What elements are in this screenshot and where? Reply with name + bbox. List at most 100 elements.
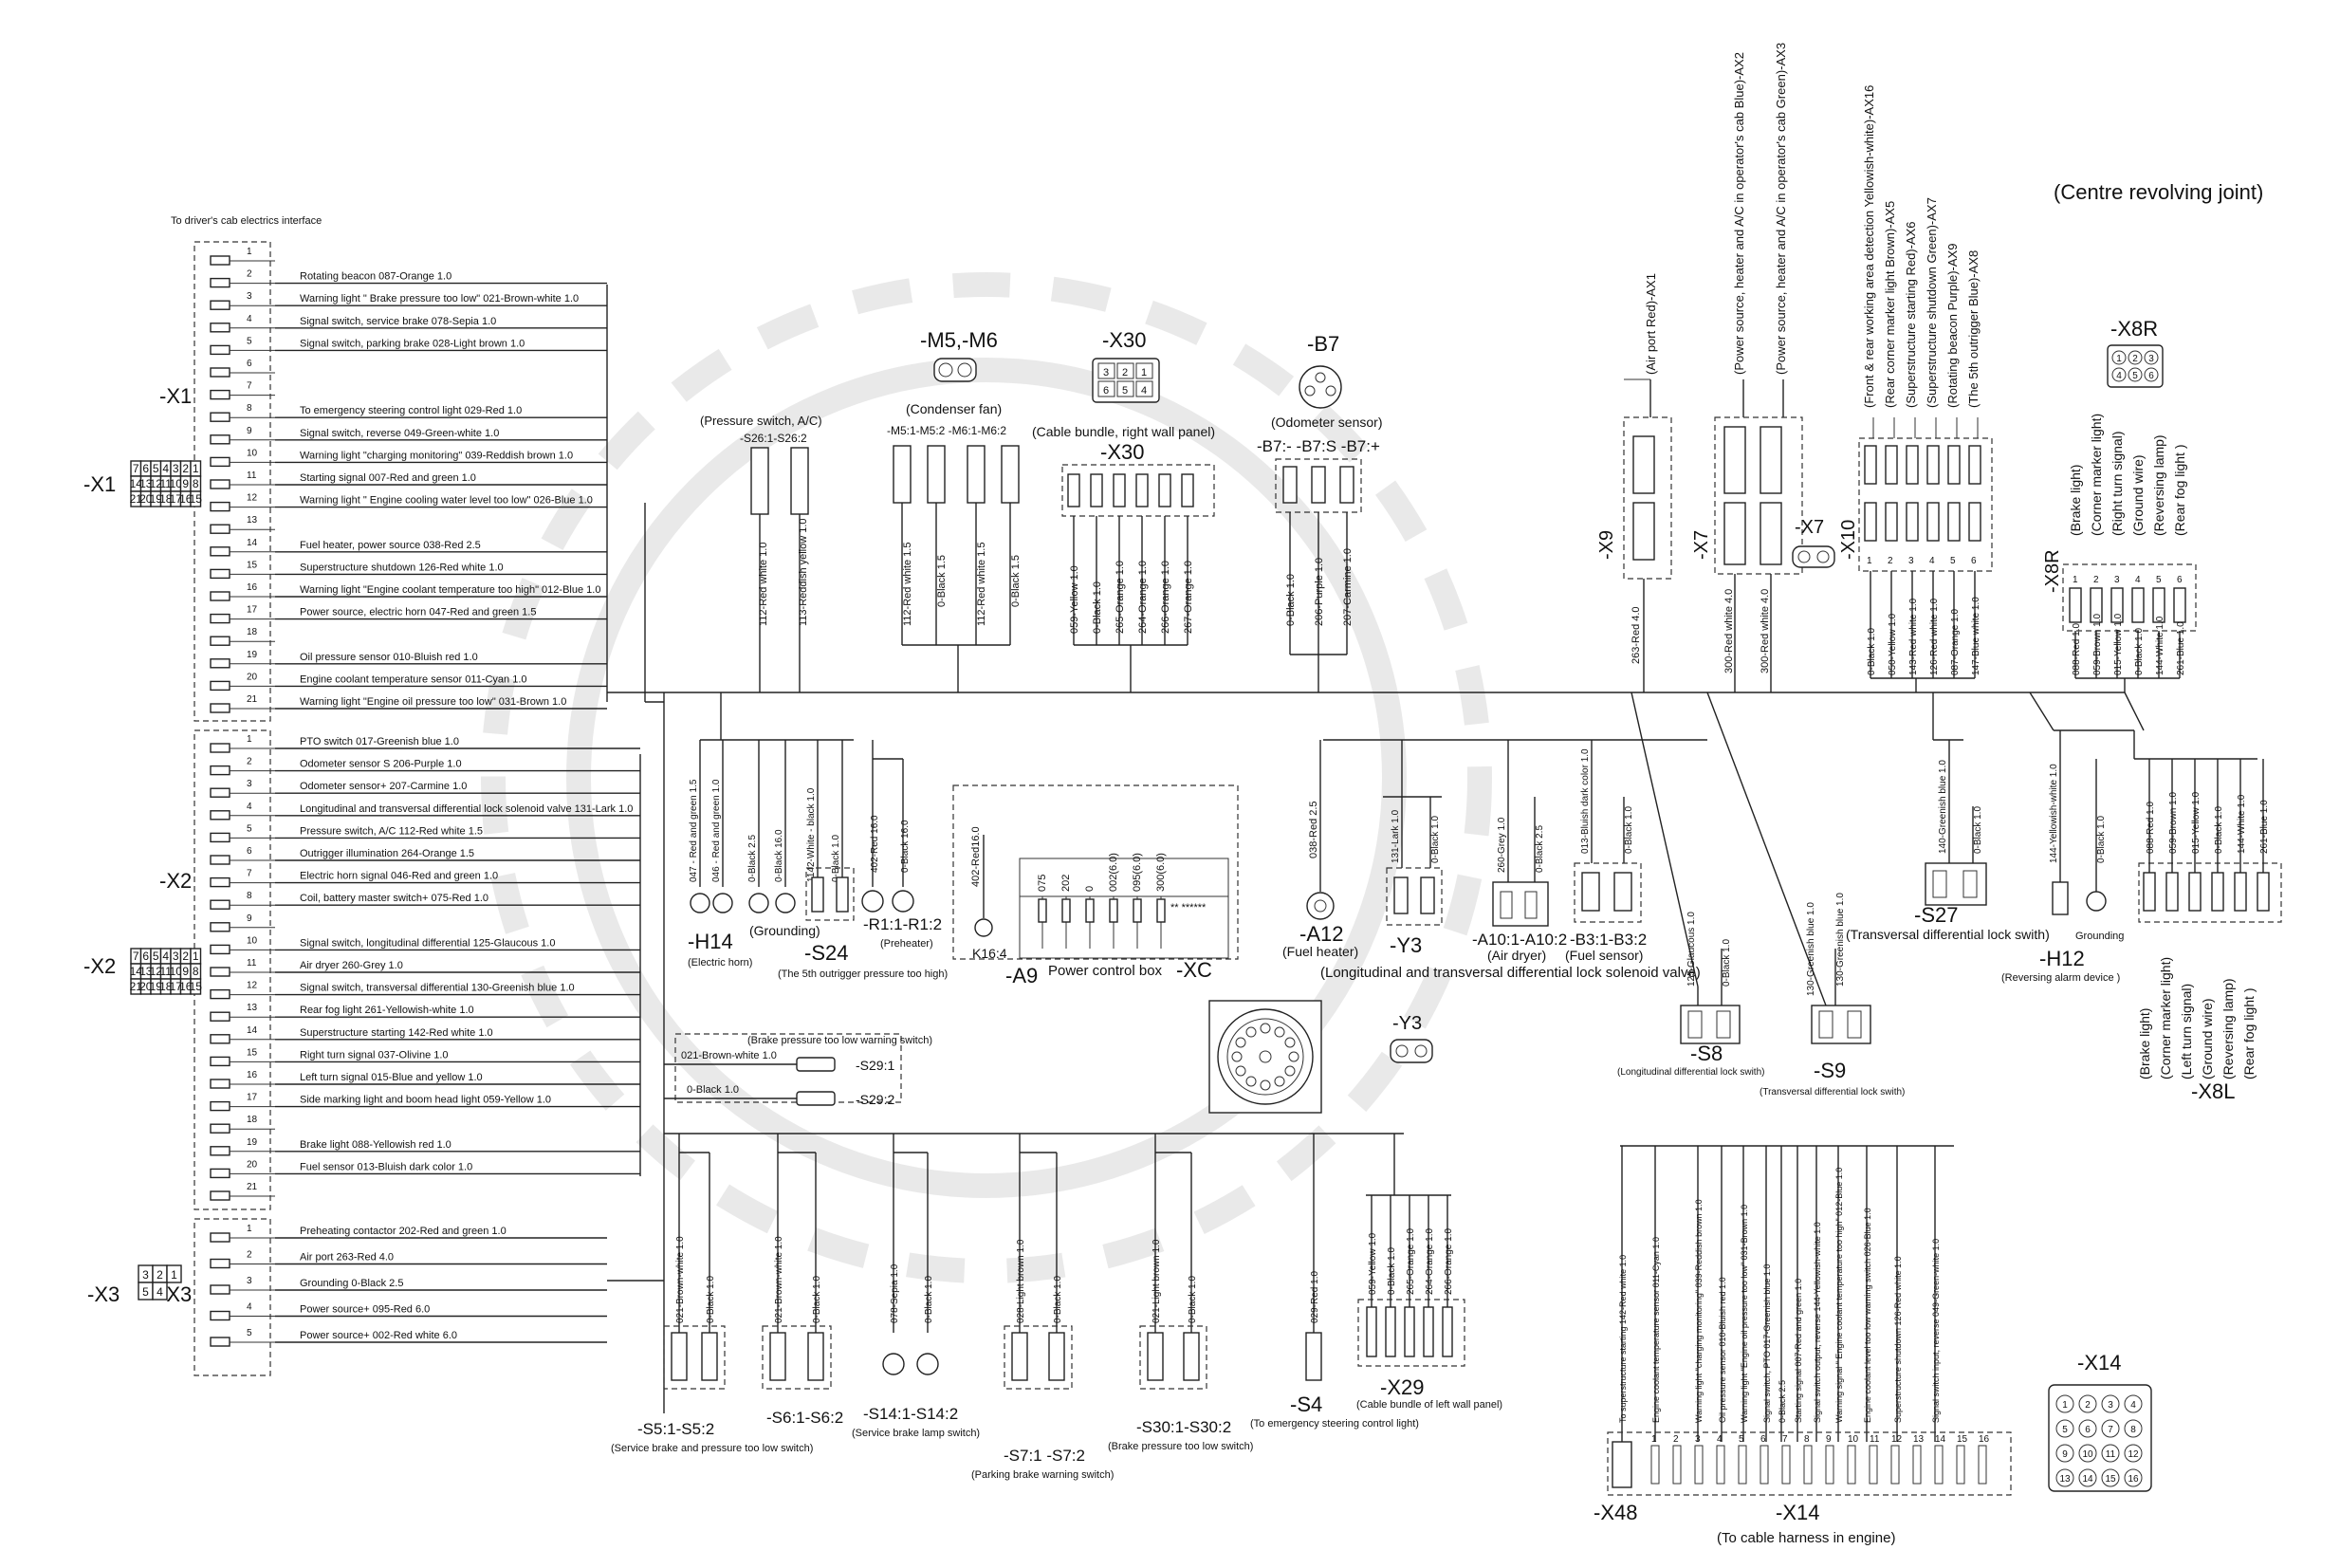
- m5-m6-condenser-fan[interactable]: -M5,-M6 (Condenser fan) -M5:1-M5:2 -M6:1…: [887, 328, 1022, 692]
- x7-caption-1: (Power source, heater and A/C in operato…: [1732, 52, 1746, 375]
- x7-power-source[interactable]: (Power source, heater and A/C in operato…: [1691, 43, 1835, 692]
- face-pin: 20: [139, 492, 153, 506]
- s8-wire-1: 125-Glaucous 1.0: [1686, 912, 1697, 987]
- h12-wire-1: 144-Yellowish-white 1.0: [2049, 764, 2059, 863]
- face-pin: 14: [2082, 1474, 2093, 1485]
- face-pin: 6: [2085, 1425, 2091, 1435]
- pin-terminal-icon: [210, 1034, 230, 1044]
- x14-caption: (To cable harness in engine): [1717, 1530, 1895, 1546]
- x7-wire-1: 300-Red white 4.0: [1723, 589, 1735, 673]
- face-pin: 15: [2105, 1474, 2116, 1485]
- a10-wire-1: 260-Grey 1.0: [1497, 817, 1507, 873]
- face-pin: 11: [2106, 1449, 2116, 1460]
- face-pin: 9: [2062, 1449, 2068, 1460]
- a12-fuel-heater[interactable]: 038-Red 2.5 -A12 (Fuel heater): [1282, 740, 1358, 959]
- x8r-pin: 3: [2114, 575, 2120, 585]
- s9-wire-2: 130-Greenish blue 1.0: [1835, 893, 1846, 987]
- a10-air-dryer[interactable]: 260-Grey 1.0 0-Black 2.5 -A10:1-A10:2 (A…: [1472, 740, 1567, 963]
- x8l-wire-label: 261-Blue 1.0: [2259, 800, 2270, 854]
- s9-transversal-lock-switch[interactable]: 130-Greenish blue 1.0 130-Greenish blue …: [1706, 692, 1905, 1098]
- face-pin: 18: [159, 492, 173, 506]
- b7-odometer-sensor[interactable]: -B7 (Odometer sensor) -B7:- -B7:S -B7:+ …: [1257, 332, 1382, 692]
- x8r-wire-label: 015-Yellow 1.0: [2113, 613, 2124, 675]
- y3-wire-1: 131-Lark 1.0: [1391, 809, 1401, 863]
- face-pin: 2: [182, 462, 189, 475]
- b7-pins: -B7:- -B7:S -B7:+: [1257, 437, 1380, 455]
- x10-connector[interactable]: (Front & rear working area detection Yel…: [1838, 85, 1993, 692]
- y3-solenoid-valve[interactable]: 131-Lark 1.0 0-Black 1.0 -Y3 (Longitudin…: [1320, 739, 1707, 1063]
- x14-pin: 5: [1739, 1434, 1744, 1445]
- s9-label: -S9: [1814, 1059, 1846, 1082]
- face-pin: 4: [157, 1285, 163, 1299]
- x10-pin: 5: [1950, 556, 1956, 566]
- pin-number: 11: [247, 958, 257, 968]
- switch-wire-label: 0-Black 1.0: [924, 1276, 934, 1323]
- pin-signal-label: Pressure switch, A/C 112-Red white 1.5: [300, 825, 483, 837]
- b3-fuel-sensor[interactable]: 013-Bluish dark color 1.0 0-Black 1.0 -B…: [1565, 740, 1647, 963]
- h12-reversing-alarm[interactable]: 144-Yellowish-white 1.0 0-Black 1.0 Grou…: [2001, 692, 2134, 984]
- face-pin: 8: [193, 965, 199, 978]
- pin-terminal-icon: [210, 1258, 230, 1269]
- h12-wire-2: 0-Black 1.0: [2096, 816, 2107, 863]
- pin-number: 13: [247, 515, 258, 526]
- x14-pin: 4: [1717, 1434, 1723, 1445]
- pin-terminal-icon: [210, 389, 230, 400]
- pin-number: 4: [247, 1302, 252, 1313]
- face-pin: 13: [139, 965, 153, 978]
- x14-pin: 1: [1651, 1434, 1657, 1445]
- b3-wire-2: 0-Black 1.0: [1624, 806, 1634, 854]
- pin-signal-label: Air dryer 260-Grey 1.0: [300, 960, 403, 971]
- pin-terminal-icon: [210, 1146, 230, 1156]
- pin-number: 16: [247, 1070, 258, 1080]
- switch-wire-label: 0-Black 1.0: [1053, 1276, 1063, 1323]
- x8r-caption: (Rear fog light ): [2172, 445, 2187, 536]
- x9-air-port[interactable]: (Air port Red)-AX1 -X9 263-Red 4.0: [1596, 273, 1672, 692]
- x29-wire-label: 266-Orange 1.0: [1444, 1228, 1454, 1295]
- x14-label: -X14: [1776, 1501, 1819, 1524]
- x9-label: -X9: [1596, 530, 1617, 560]
- s8-longitudinal-lock-switch[interactable]: 125-Glaucous 1.0 0-Black 1.0 -S8 (Longit…: [1617, 692, 1764, 1078]
- face-pin: 14: [130, 965, 143, 978]
- face-pin: 4: [1141, 385, 1147, 397]
- h14-wire-label: 047 - Red and green 1.5: [689, 779, 699, 882]
- powerbox-col-label: 0: [1084, 886, 1096, 892]
- pin-signal-label: Signal switch, service brake 078-Sepia 1…: [300, 316, 496, 327]
- h12-ground-label: Grounding: [2075, 931, 2124, 942]
- x8r-caption: (Reversing lamp): [2151, 434, 2166, 536]
- face-pin: 6: [1103, 385, 1109, 397]
- pin-signal-label: Oil pressure sensor 010-Bluish red 1.0: [300, 652, 478, 663]
- face-pin: 3: [142, 1268, 149, 1282]
- switch-wire-label: 021-Light brown 1.0: [1152, 1239, 1162, 1323]
- x30-wire-label: 266-Orange 1.0: [1160, 561, 1171, 634]
- x14-engine-harness[interactable]: To superstructure starting 142-Red white…: [1594, 1145, 2152, 1546]
- x10-pin: 2: [1888, 556, 1893, 566]
- pin-signal-label: Right turn signal 037-Olivine 1.0: [300, 1049, 449, 1061]
- x14-wire-label: Signal switch output, reverse 144-Yellow…: [1813, 1222, 1822, 1423]
- s14-caption: (Service brake lamp switch): [852, 1428, 980, 1439]
- x29-wire-label: 264-Orange 1.0: [1425, 1228, 1435, 1295]
- face-pin: 17: [170, 980, 183, 993]
- x1-label: -X1: [159, 384, 192, 408]
- x8r-wire-label: 261-Blue 1.0: [2176, 621, 2186, 675]
- s8-wire-2: 0-Black 1.0: [1722, 939, 1732, 987]
- face-pin: 20: [139, 980, 153, 993]
- s27-transversal-lock-switch[interactable]: 140-Greenish blue 1.0 0-Black 1.0 -S27 (…: [1846, 692, 2050, 942]
- x10-pin: 6: [1971, 556, 1977, 566]
- s29-brake-warning-switch[interactable]: (Brake pressure too low warning switch) …: [664, 1033, 932, 1107]
- pin-signal-label: Signal switch, parking brake 028-Light b…: [300, 338, 525, 349]
- pin-terminal-icon: [210, 412, 230, 422]
- s26-pressure-switch[interactable]: (Pressure switch, A/C) -S26:1-S26:2 112-…: [700, 414, 822, 692]
- pin-terminal-icon: [210, 810, 230, 821]
